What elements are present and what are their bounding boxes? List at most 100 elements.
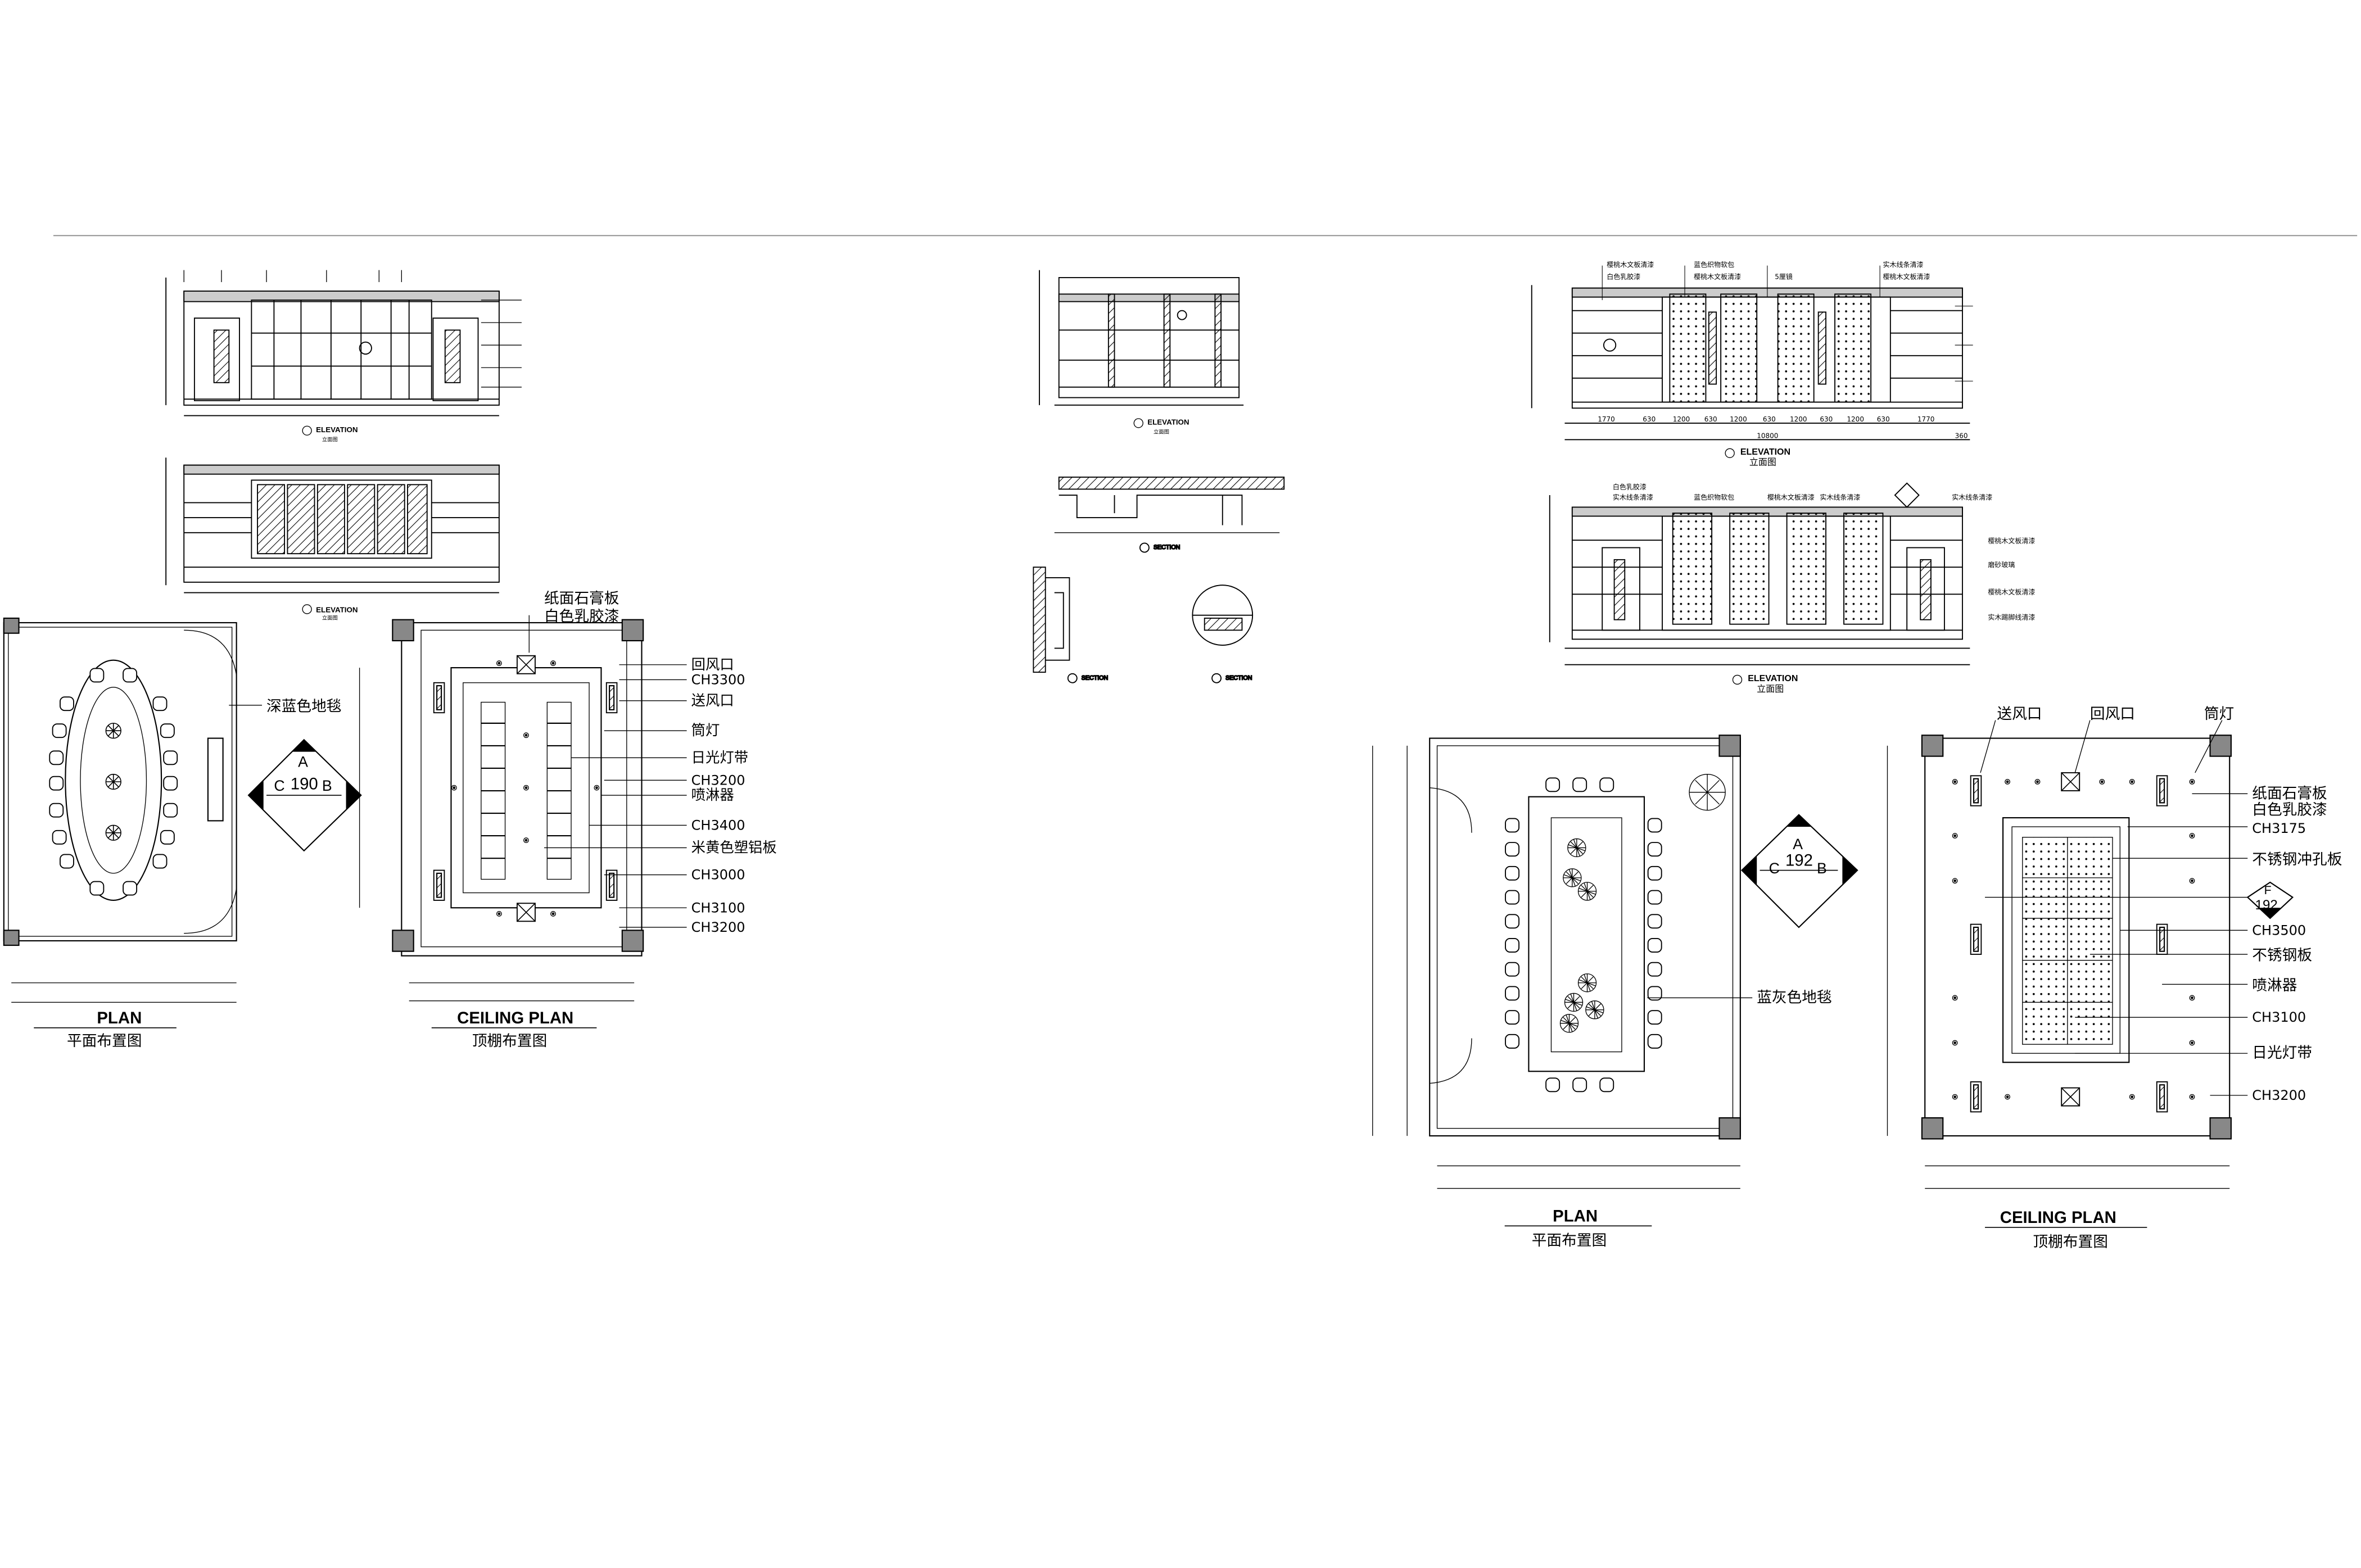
callout-ch3100: CH3100 [691, 900, 745, 916]
elevation-d-title: ELEVATION 立面图 [302, 425, 358, 443]
middle-section-3: SECTION [1192, 584, 1254, 683]
left-ceiling-callouts [528, 615, 687, 928]
right-elevation-top-callouts [1602, 265, 1973, 382]
index-mark-192: A 192 C B [1741, 814, 1858, 928]
right-elevation-bottom-title: ELEVATION 立面图 [1732, 674, 1798, 694]
callout: 樱桃木文板清漆 [1767, 493, 1815, 501]
elevation-c [165, 457, 500, 593]
right-ceiling-title: CEILING PLAN 顶棚布置图 [1985, 1208, 2147, 1251]
dim: 1770 [1598, 415, 1615, 423]
left-plan [3, 617, 237, 1003]
callout: 实木线条清漆 [1820, 493, 1860, 501]
elevation-d-ticks [183, 270, 522, 388]
index-mark-number: 190 [291, 774, 318, 793]
index-mark-right: B [322, 777, 332, 794]
callout-downlight: 筒灯 [2204, 705, 2234, 723]
elevation-cn-label: 立面图 [322, 436, 338, 443]
callout-supply-air: 送风口 [691, 692, 734, 709]
dim: 630 [1763, 415, 1776, 423]
ceiling-top-note-line2: 白色乳胶漆 [544, 608, 619, 625]
dim: 630 [1643, 415, 1656, 423]
elevation-cn-label: 立面图 [1757, 683, 1784, 694]
dim: 1200 [1790, 415, 1807, 423]
dim: 1200 [1847, 415, 1864, 423]
index-mark-left: C [274, 777, 284, 794]
middle-section-2: SECTION [1033, 567, 1109, 683]
elevation-label: ELEVATION [1147, 418, 1189, 427]
callout-perforated-steel: 不锈钢冲孔板 [2252, 851, 2342, 868]
index-mark-190: A 190 C B [247, 738, 362, 852]
callout-ch3400: CH3400 [691, 817, 745, 833]
callout: 蓝色织物软包 [1694, 261, 1734, 269]
elevation-c-title: ELEVATION 立面图 [302, 604, 358, 622]
elevation-label: ELEVATION [316, 425, 358, 434]
left-ceiling-plan [359, 619, 644, 1001]
elevation-label: ELEVATION [1740, 447, 1790, 457]
callout-ch3300: CH3300 [691, 672, 745, 687]
callout-return-air: 回风口 [691, 656, 734, 673]
callout: 蓝色织物软包 [1694, 493, 1734, 501]
callout: 实木线条清漆 [1613, 493, 1653, 501]
callout-fluorescent: 日光灯带 [691, 749, 748, 765]
callout-sprinkler: 喷淋器 [2252, 977, 2297, 994]
callout-downlight: 筒灯 [691, 722, 720, 738]
right-ceiling-side-callout-texts: 纸面石膏板 白色乳胶漆 CH3175 不锈钢冲孔板 CH3500 不锈钢板 喷淋… [2252, 785, 2342, 1103]
middle-elevation [1039, 270, 1244, 406]
right-plan-title: PLAN 平面布置图 [1504, 1207, 1652, 1249]
right-elevation-top [1531, 285, 1970, 441]
ceiling-top-note-line1: 纸面石膏板 [544, 590, 619, 607]
section-label: SECTION [1225, 674, 1252, 681]
right-ceiling-top-leaders [1980, 720, 2223, 773]
callout: 白色乳胶漆 [1607, 273, 1640, 281]
index-mark-right: B [1817, 860, 1827, 877]
callout-return-air: 回风口 [2090, 705, 2135, 723]
index-mark-number: 192 [1785, 851, 1813, 870]
plan-title: PLAN [1553, 1207, 1598, 1225]
right-elevation-top-callout-texts: 樱桃木文板清漆 白色乳胶漆 蓝色织物软包 樱桃木文板清漆 5厘镜 实木线条清漆 … [1607, 260, 1930, 280]
section-label: SECTION [1154, 544, 1180, 551]
ceiling-plan-title: CEILING PLAN [457, 1009, 573, 1027]
right-ceiling-plan [1887, 735, 2232, 1189]
callout-ch3175: CH3175 [2252, 821, 2306, 836]
ceiling-plan-title: CEILING PLAN [2000, 1208, 2116, 1227]
index-mark-left: C [1769, 860, 1780, 877]
right-ceiling-side-leaders [1985, 793, 2248, 1096]
dim: 1200 [1730, 415, 1747, 423]
right-elevation-top-dims: 1770 630 1200 630 1200 630 1200 630 1200… [1598, 415, 1968, 439]
callout-ch3500: CH3500 [2252, 922, 2306, 938]
callout: 磨砂玻璃 [1988, 561, 2015, 569]
right-elevation-bottom-callout-texts: 白色乳胶漆 蓝色织物软包 樱桃木文板清漆 实木线条清漆 实木线条清漆 实木线条清… [1613, 482, 2035, 621]
dim: 360 [1955, 432, 1968, 440]
left-ceiling-callout-texts: 回风口 CH3300 送风口 筒灯 日光灯带 CH3200 喷淋器 CH3400… [691, 656, 777, 935]
dim: 630 [1877, 415, 1890, 423]
callout-supply-air: 送风口 [1997, 705, 2042, 723]
plan-title-cn: 平面布置图 [1532, 1232, 1607, 1249]
dim: 630 [1820, 415, 1833, 423]
elevation-cn-label: 立面图 [322, 615, 338, 622]
index-mark-top: A [298, 753, 308, 770]
callout: 实木线条清漆 [1883, 260, 1923, 269]
callout: 樱桃木文板清漆 [1607, 260, 1654, 269]
elevation-cn-label: 立面图 [1749, 457, 1776, 468]
callout-aluminum-panel: 米黄色塑铝板 [691, 839, 777, 855]
callout-ch3200-b: CH3200 [691, 919, 745, 935]
callout: 樱桃木文板清漆 [1694, 273, 1741, 281]
ceiling-mark-letter: F [2264, 883, 2272, 897]
callout-gypsum: 纸面石膏板 [2252, 785, 2327, 802]
index-mark-top: A [1793, 836, 1803, 853]
callout-ch3100: CH3100 [2252, 1009, 2306, 1025]
callout-fluorescent: 日光灯带 [2252, 1044, 2312, 1062]
elevation-label: ELEVATION [316, 605, 358, 614]
middle-section-1: SECTION [1054, 477, 1285, 553]
callout-ch3000: CH3000 [691, 867, 745, 883]
elevation-label: ELEVATION [1748, 674, 1798, 683]
plan-title: PLAN [97, 1009, 142, 1027]
plan-title-cn: 平面布置图 [67, 1032, 142, 1050]
callout: 5厘镜 [1775, 273, 1793, 281]
callout-sprinkler: 喷淋器 [691, 786, 734, 803]
callout: 樱桃木文板清漆 [1988, 536, 2035, 545]
ceiling-plan-title-cn: 顶棚布置图 [472, 1032, 547, 1050]
ceiling-mark-number: 192 [2255, 898, 2278, 913]
ceiling-plan-title-cn: 顶棚布置图 [2033, 1234, 2107, 1251]
